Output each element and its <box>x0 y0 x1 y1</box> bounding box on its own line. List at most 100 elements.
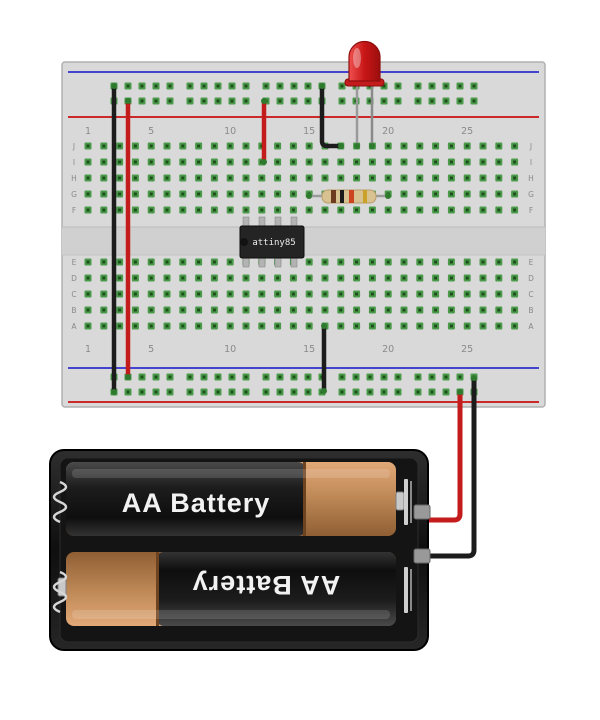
breadboard-hole <box>479 322 487 330</box>
breadboard-hole-center <box>212 276 216 280</box>
breadboard-hole <box>210 290 218 298</box>
breadboard-hole <box>470 97 478 105</box>
breadboard-hole-center <box>197 192 201 196</box>
breadboard-hole-center <box>197 144 201 148</box>
breadboard-hole-center <box>291 160 295 164</box>
breadboard-hole-center <box>216 390 220 394</box>
breadboard-hole-center <box>396 99 400 103</box>
connection-dot <box>321 323 327 329</box>
breadboard-hole <box>416 258 424 266</box>
wire-red-battery-positive[interactable] <box>421 391 463 523</box>
breadboard-hole-center <box>368 99 372 103</box>
breadboard-hole-center <box>168 84 172 88</box>
breadboard-hole <box>463 142 471 150</box>
breadboard-hole-center <box>386 176 390 180</box>
breadboard-hole <box>495 142 503 150</box>
breadboard-hole <box>432 206 440 214</box>
breadboard-hole-center <box>212 260 216 264</box>
led-dome[interactable] <box>348 40 381 82</box>
breadboard-hole-center <box>165 208 169 212</box>
breadboard-hole-center <box>339 308 343 312</box>
row-letter: A <box>528 322 534 331</box>
breadboard-hole-center <box>260 176 264 180</box>
breadboard-hole-center <box>197 260 201 264</box>
breadboard-hole-center <box>307 208 311 212</box>
breadboard-hole <box>116 190 124 198</box>
breadboard-hole <box>84 274 92 282</box>
breadboard-hole-center <box>216 99 220 103</box>
breadboard-hole-center <box>149 176 153 180</box>
battery-holder[interactable]: AA Battery AA Battery <box>49 449 431 651</box>
led-red[interactable] <box>344 40 385 146</box>
breadboard-hole <box>400 174 408 182</box>
breadboard-hole <box>384 258 392 266</box>
breadboard-hole-center <box>188 375 192 379</box>
breadboard-hole <box>262 373 270 381</box>
breadboard-hole-center <box>140 84 144 88</box>
breadboard-hole <box>100 142 108 150</box>
breadboard-hole-center <box>216 375 220 379</box>
breadboard-hole <box>432 158 440 166</box>
breadboard-hole <box>338 82 346 90</box>
breadboard-hole-center <box>323 160 327 164</box>
wire-black-battery-negative[interactable] <box>421 377 477 559</box>
breadboard-hole-center <box>339 276 343 280</box>
attiny85-chip[interactable]: attiny85 <box>239 216 305 268</box>
breadboard-hole <box>321 290 329 298</box>
breadboard-hole <box>131 174 139 182</box>
breadboard-hole <box>338 388 346 396</box>
breadboard-hole <box>321 158 329 166</box>
breadboard-hole <box>456 373 464 381</box>
breadboard-hole-center <box>449 308 453 312</box>
battery-black-section <box>66 462 306 536</box>
battery-cell-bottom[interactable]: AA Battery <box>57 552 396 626</box>
breadboard-hole-center <box>339 292 343 296</box>
breadboard-hole <box>479 206 487 214</box>
breadboard-hole-center <box>370 324 374 328</box>
breadboard-hole-center <box>402 324 406 328</box>
breadboard-hole <box>305 322 313 330</box>
breadboard-hole-center <box>497 176 501 180</box>
breadboard-hole-center <box>402 276 406 280</box>
breadboard-hole-center <box>102 160 106 164</box>
breadboard-hole-center <box>307 176 311 180</box>
breadboard-hole-center <box>140 390 144 394</box>
breadboard-hole-center <box>339 160 343 164</box>
breadboard-hole-center <box>402 192 406 196</box>
breadboard-hole-center <box>260 276 264 280</box>
breadboard-hole <box>179 258 187 266</box>
breadboard-hole <box>276 373 284 381</box>
battery-section-seam <box>156 552 159 626</box>
breadboard-hole <box>368 158 376 166</box>
wire-black-top-L[interactable] <box>319 83 344 149</box>
breadboard-hole <box>274 290 282 298</box>
breadboard-hole-center <box>202 99 206 103</box>
breadboard-hole-center <box>307 292 311 296</box>
breadboard-hole <box>214 388 222 396</box>
breadboard-hole <box>511 306 519 314</box>
breadboard-hole-center <box>228 276 232 280</box>
breadboard-hole <box>384 174 392 182</box>
breadboard-hole-center <box>481 276 485 280</box>
breadboard-hole <box>479 158 487 166</box>
breadboard-hole-center <box>102 208 106 212</box>
breadboard-hole <box>179 142 187 150</box>
breadboard-hole-center <box>513 160 517 164</box>
breadboard-hole-center <box>197 208 201 212</box>
breadboard-hole <box>352 388 360 396</box>
row-letter: H <box>528 174 534 183</box>
breadboard-hole-center <box>382 375 386 379</box>
breadboard-hole <box>337 290 345 298</box>
breadboard-hole-center <box>434 176 438 180</box>
breadboard-hole <box>416 306 424 314</box>
battery-cell-top[interactable]: AA Battery <box>66 462 405 536</box>
connection-dot <box>125 98 131 104</box>
breadboard-hole-center <box>465 160 469 164</box>
breadboard-hole-center <box>370 276 374 280</box>
breadboard-hole-center <box>133 160 137 164</box>
breadboard-hole <box>210 322 218 330</box>
breadboard-hole <box>226 190 234 198</box>
breadboard-hole <box>416 274 424 282</box>
breadboard-hole <box>432 322 440 330</box>
column-label: 1 <box>85 126 91 137</box>
